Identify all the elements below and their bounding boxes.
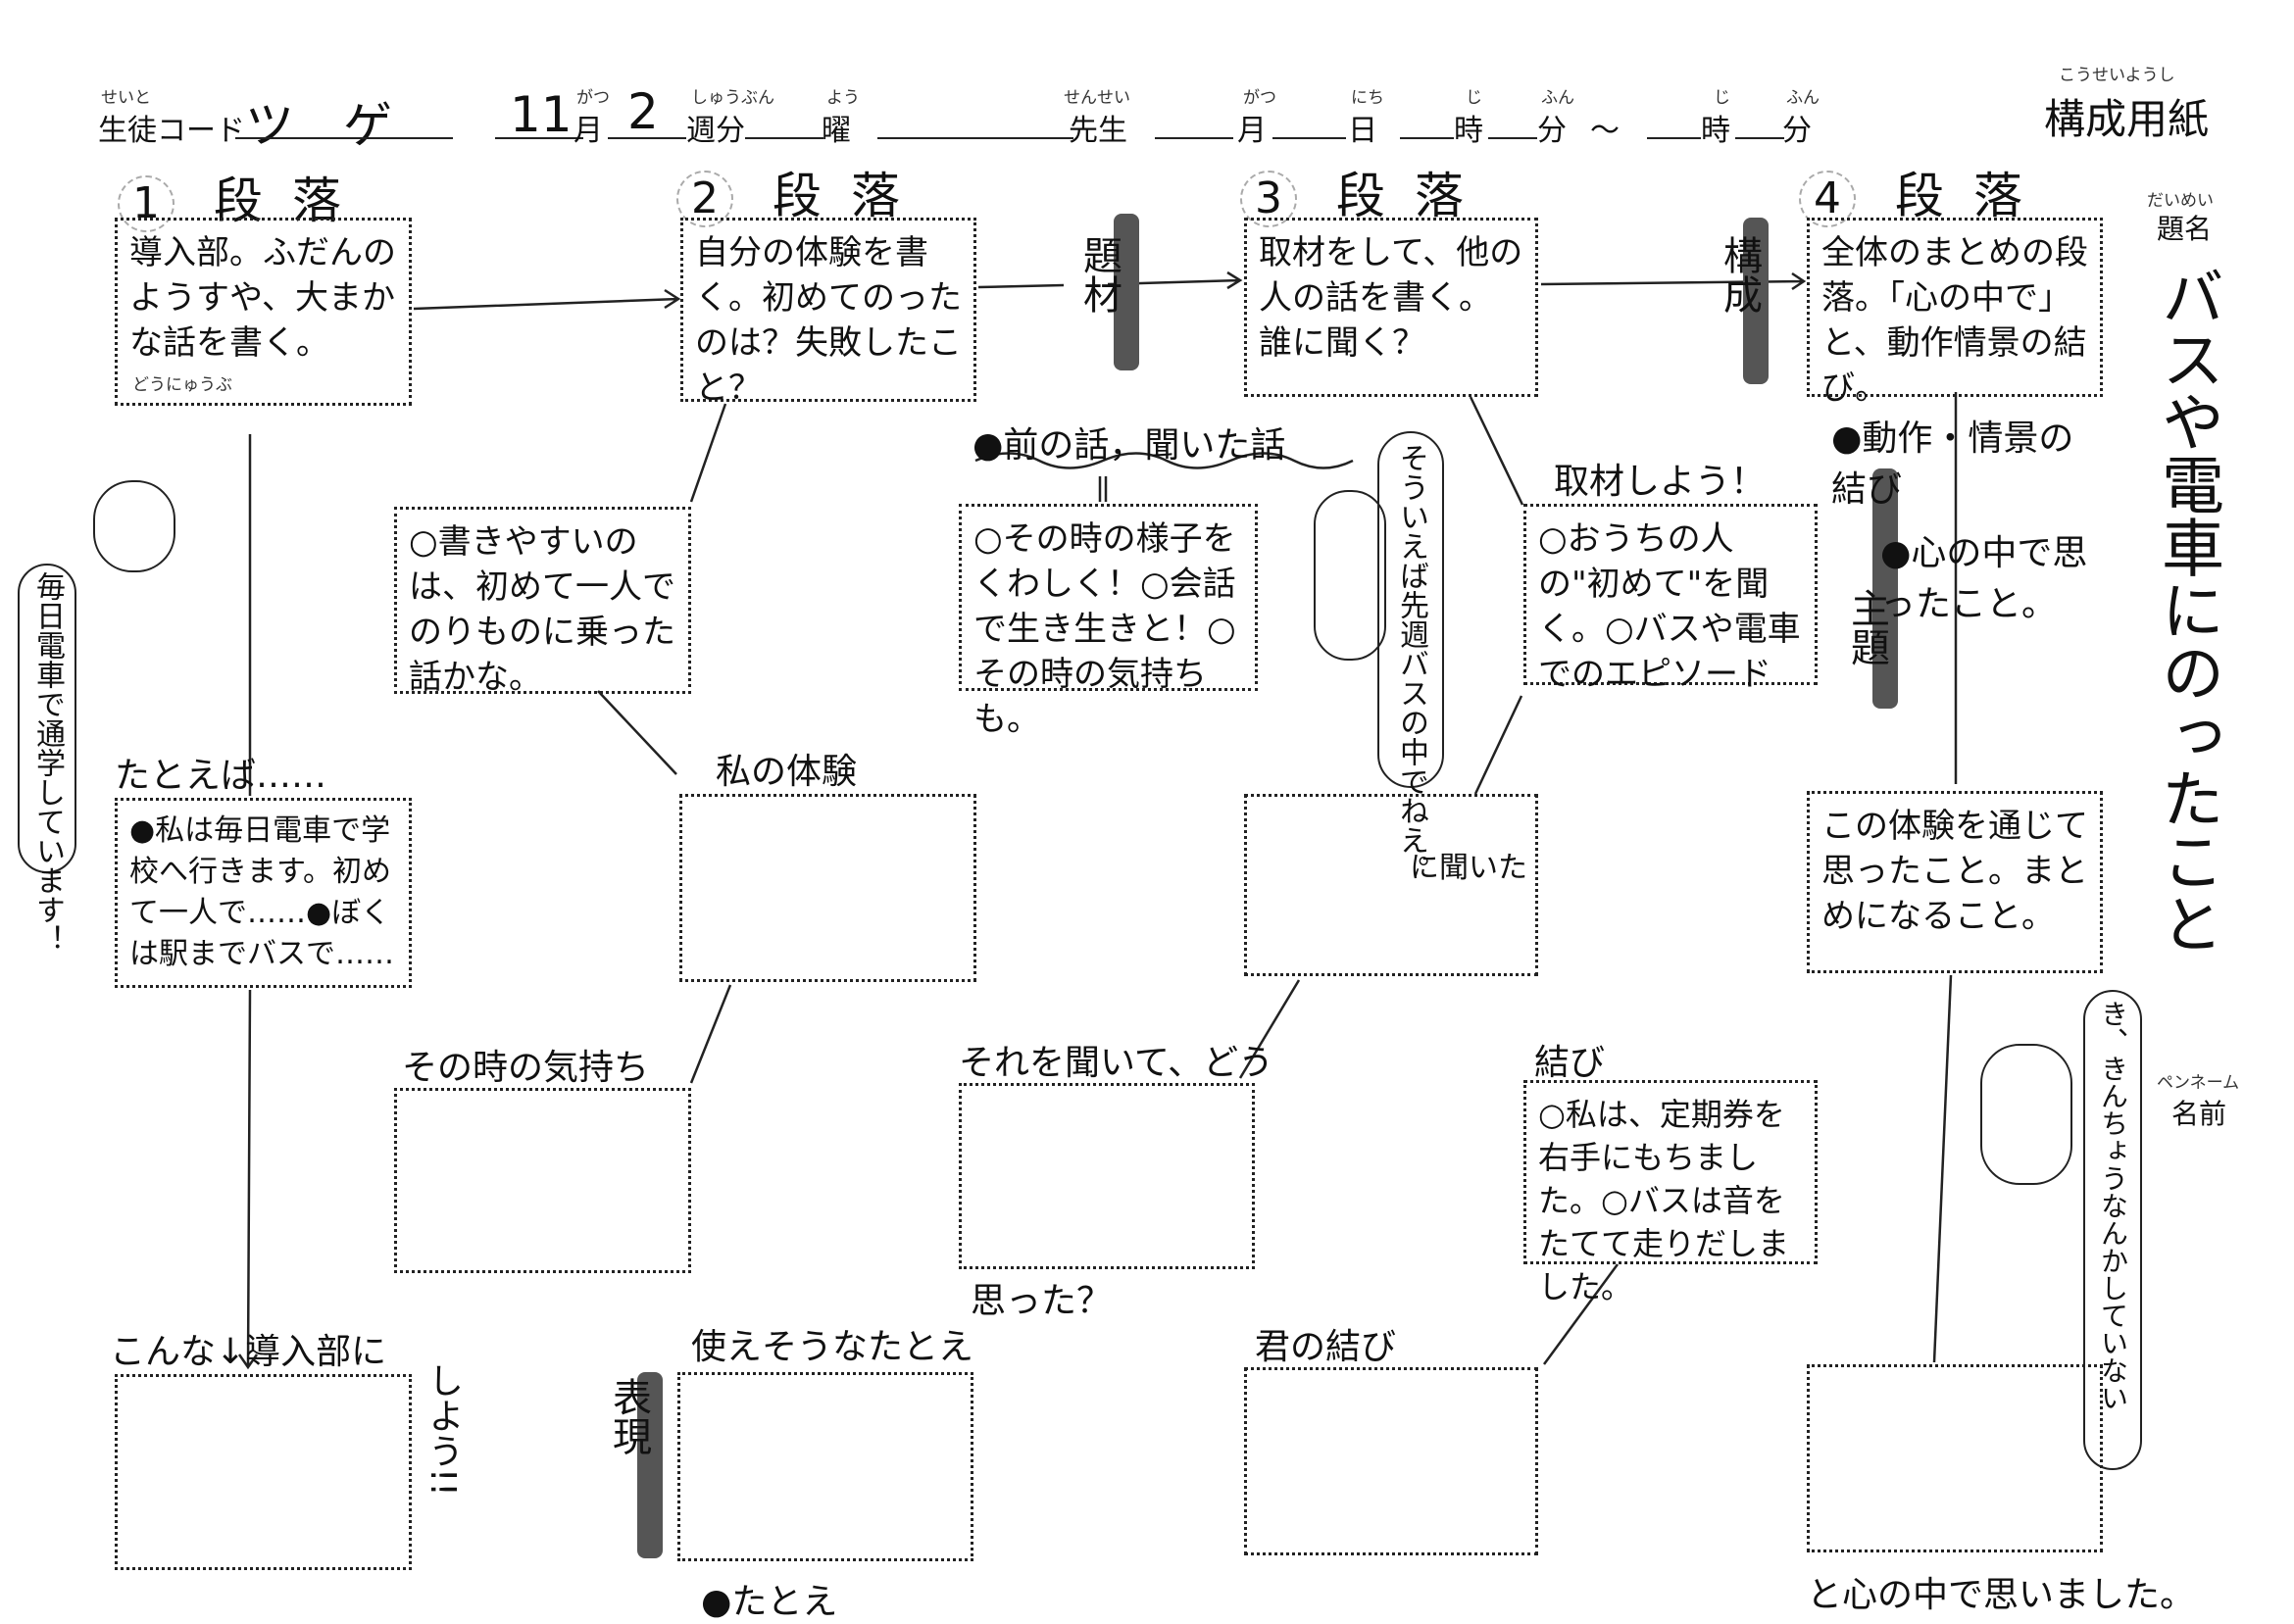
paragraph-2-heading: 2 段落	[676, 157, 929, 227]
paragraph-1-text: 導入部。ふだんのようすや、大まかな話を書く。	[129, 233, 396, 363]
paragraph-3-label: 段落	[1336, 168, 1493, 224]
rabbit-illustration	[1314, 490, 1386, 661]
title-ruby: だいめい	[2147, 191, 2214, 211]
arrow-1-2	[413, 288, 681, 311]
form-title: 構成用紙	[2044, 95, 2210, 143]
tag-theme: 主題	[1844, 588, 1889, 666]
interview-heading: 取材しよう！	[1554, 462, 1767, 502]
student-code-ruby: せいと	[101, 88, 151, 108]
conclusion-label: 結び	[1534, 1043, 1606, 1083]
day-label: 曜	[822, 114, 851, 148]
your-conclusion-label: 君の結び	[1255, 1327, 1397, 1367]
paragraph-3-number: 3	[1240, 171, 1297, 227]
paragraph-1-box[interactable]: 導入部。ふだんのようすや、大まかな話を書く。どうにゅうぶ	[115, 218, 412, 406]
usable-label: 使えそうなたとえ	[691, 1327, 974, 1367]
my-experience-label: 私の体験	[716, 752, 858, 792]
hour2-label: 時	[1701, 114, 1730, 148]
date-day-label: 日	[1348, 114, 1377, 148]
date-day-ruby: にち	[1351, 88, 1384, 108]
your-conclusion-box[interactable]	[1244, 1367, 1538, 1555]
month-ruby: がつ	[576, 88, 610, 108]
paragraph-2-label: 段落	[773, 168, 929, 224]
title-value[interactable]: バスや電車にのったこと	[2151, 265, 2223, 955]
paragraph-4-label: 段落	[1895, 168, 2052, 224]
day-ruby: よう	[826, 88, 860, 108]
paragraph-1-ruby: どうにゅうぶ	[132, 375, 232, 395]
tag-subject: 題材	[1076, 235, 1122, 314]
minute-ruby: ふん	[1541, 88, 1574, 108]
hour-ruby: じ	[1466, 88, 1482, 108]
minute2-ruby: ふん	[1786, 88, 1820, 108]
heard-label: それを聞いて、どう	[959, 1043, 1274, 1083]
asked-label: に聞いた	[1410, 851, 1527, 885]
paragraph-2-number: 2	[676, 171, 733, 227]
form-title-ruby: こうせいようし	[2059, 66, 2175, 85]
interview-answer-box[interactable]: に聞いた	[1244, 794, 1538, 976]
month-value[interactable]: 11	[510, 86, 573, 143]
student-code-value[interactable]: ツ ゲ	[245, 97, 392, 154]
intro-label: こんな↓導入部に	[110, 1332, 387, 1372]
paragraph-4-box[interactable]: 全体のまとめの段落。「心の中で」と、動作情景の結び。	[1807, 218, 2103, 408]
week-label: 週分	[686, 114, 745, 148]
minute-label: 分	[1537, 114, 1567, 148]
tag-structure: 構成	[1717, 235, 1762, 314]
minute2-label: 分	[1782, 114, 1812, 148]
paragraph-3-heading-note: ●前の話，聞いた話	[972, 425, 1286, 466]
bear-illustration	[1980, 1044, 2072, 1185]
paragraph-3-box[interactable]: 取材をして、他の人の話を書く。誰に聞く？	[1244, 218, 1538, 397]
hour2-ruby: じ	[1714, 88, 1730, 108]
highlighter-mark	[1114, 214, 1139, 370]
usable-bottom-label: ●たとえ	[701, 1582, 838, 1622]
frog-speech-bubble: 毎日電車で通学しています！	[18, 564, 76, 954]
paragraph-4-point-1: ●動作・情景の結び	[1831, 418, 2074, 510]
student-code-label: 生徒コード	[98, 114, 245, 148]
final-box[interactable]	[1807, 1364, 2103, 1552]
date-month-ruby: がつ	[1243, 88, 1276, 108]
heard-label-2: 思った？	[971, 1281, 1113, 1321]
teacher-label: 先生	[1069, 114, 1127, 148]
paragraph-4-heading: 4 段落	[1799, 157, 2052, 227]
tag-expression: 表現	[606, 1377, 651, 1455]
tilde: ～	[1590, 114, 1620, 148]
week-value[interactable]: 2	[627, 83, 659, 140]
bear-speech-bubble: き、きんちょうなんかしていない	[2083, 990, 2142, 1470]
interview-hint-box: ○おうちの人の"初めて"を聞く。○バスや電車でのエピソード	[1523, 504, 1818, 694]
intro-box[interactable]	[115, 1374, 412, 1570]
name-ruby: ペンネーム	[2157, 1073, 2240, 1093]
paragraph-3-heading: 3 段落	[1240, 157, 1493, 227]
summary-box[interactable]: この体験を通じて思ったこと。まとめになること。	[1807, 791, 2103, 973]
paragraph-2-hint-box: ○書きやすいのは、初めて一人でのりものに乗った話かな。	[394, 507, 691, 697]
week-ruby: しゅうぶん	[691, 88, 774, 108]
date-month-label: 月	[1237, 114, 1267, 148]
rabbit-speech-bubble: そういえば先週バスの中でねえ。	[1377, 431, 1444, 884]
highlighter-mark	[1872, 468, 1898, 709]
highlighter-mark	[1743, 218, 1769, 384]
name-label: 名前	[2171, 1098, 2227, 1130]
heard-box[interactable]	[959, 1083, 1255, 1269]
conclusion-example-box: ○私は、定期券を右手にもちました。○バスは音をたてて走りだしました。	[1523, 1080, 1818, 1305]
my-experience-box[interactable]	[679, 794, 976, 982]
final-text: と心の中で思いました。	[1807, 1575, 2196, 1615]
paragraph-4-number: 4	[1799, 171, 1856, 227]
teacher-ruby: せんせい	[1064, 88, 1130, 108]
paragraph-4-point-2: ●心の中で思ったこと。	[1880, 533, 2088, 624]
paragraph-2-box[interactable]: 自分の体験を書く。初めてのったのは？失敗したこと？	[680, 218, 976, 408]
feeling-label: その時の気持ち	[402, 1048, 650, 1088]
feeling-box[interactable]	[394, 1088, 691, 1273]
month-label: 月	[574, 114, 603, 148]
paragraph-3-hint-box: ○その時の様子をくわしく！○会話で生き生きと！○その時の気持ちも。	[959, 504, 1258, 739]
frog-illustration	[93, 480, 175, 572]
intro-label-2: しよう!!	[423, 1362, 463, 1497]
hour-label: 時	[1454, 114, 1483, 148]
usable-box[interactable]	[677, 1372, 973, 1561]
highlighter-mark	[637, 1372, 663, 1558]
example-box: ●私は毎日電車で学校へ行きます。初めて一人で……●ぼくは駅までバスで……	[115, 798, 412, 988]
title-label: 題名	[2157, 213, 2213, 245]
example-label: たとえば……	[115, 756, 327, 796]
